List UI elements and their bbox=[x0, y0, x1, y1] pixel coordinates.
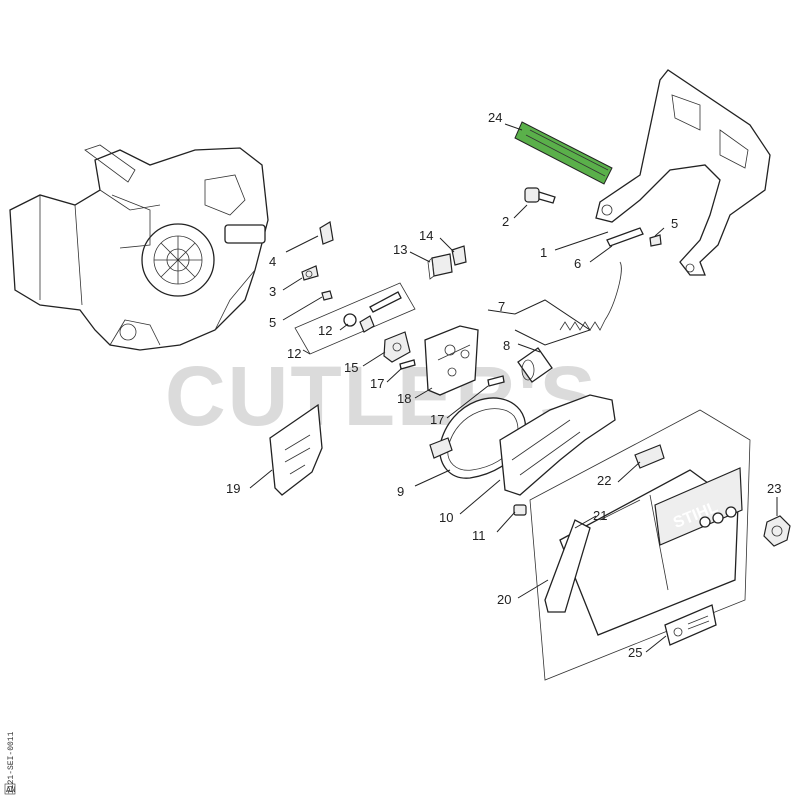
callout-14: 13 bbox=[393, 242, 407, 257]
part-21-pad bbox=[544, 519, 591, 613]
part-10-lever bbox=[499, 394, 616, 496]
part-14 bbox=[427, 253, 453, 280]
callout-12: 12 bbox=[287, 346, 301, 361]
document-id: 1121-SEI-0011 bbox=[7, 731, 16, 794]
part-20-cover-assembly: STIHL bbox=[529, 409, 751, 681]
part-12-kit bbox=[294, 282, 416, 355]
callout-4: 4 bbox=[269, 254, 276, 269]
part-4 bbox=[319, 221, 334, 245]
part-3 bbox=[301, 265, 319, 281]
document-tag: AN bbox=[6, 786, 16, 795]
callout-17-right: 17 bbox=[430, 412, 444, 427]
callout-19: 19 bbox=[226, 481, 240, 496]
callout-1: 1 bbox=[540, 245, 547, 260]
engine-housing bbox=[9, 144, 269, 351]
callout-10: 10 bbox=[439, 510, 453, 525]
part-6-link bbox=[606, 227, 644, 247]
hand-guard bbox=[595, 69, 771, 276]
part-24-highlight bbox=[514, 121, 613, 185]
callouts: 24 2 1 5 6 4 3 5 13 14 12 12 15 17 7 8 1… bbox=[226, 110, 781, 660]
callout-13: 12 bbox=[318, 323, 332, 338]
callout-18: 18 bbox=[397, 391, 411, 406]
callout-5-right: 5 bbox=[671, 216, 678, 231]
callout-16: 15 bbox=[344, 360, 358, 375]
callout-7: 7 bbox=[498, 299, 505, 314]
part-2-screw bbox=[524, 187, 556, 204]
callout-8: 8 bbox=[503, 338, 510, 353]
part-15 bbox=[451, 245, 467, 266]
callout-20: 20 bbox=[497, 592, 511, 607]
callout-17-left: 17 bbox=[370, 376, 384, 391]
callout-25: 25 bbox=[628, 645, 642, 660]
callout-5-left: 5 bbox=[269, 315, 276, 330]
callout-15: 14 bbox=[419, 228, 433, 243]
callout-11: 11 bbox=[472, 528, 486, 543]
callout-6: 6 bbox=[574, 256, 581, 271]
part-16 bbox=[383, 331, 411, 363]
part-17-right bbox=[487, 375, 505, 387]
callout-22: 22 bbox=[597, 473, 611, 488]
part-22-label bbox=[634, 444, 665, 469]
part-7-spring bbox=[559, 261, 622, 331]
part-5-left bbox=[321, 290, 333, 301]
document-tag-box bbox=[4, 783, 16, 795]
part-23-nut bbox=[763, 515, 791, 547]
callout-24: 24 bbox=[488, 110, 502, 125]
callout-21: 21 bbox=[593, 508, 607, 523]
callout-3: 3 bbox=[269, 284, 276, 299]
part-25-sticker bbox=[664, 604, 717, 646]
callout-2: 2 bbox=[502, 214, 509, 229]
part-11-screw bbox=[513, 504, 527, 516]
part-8-sleeve bbox=[517, 347, 553, 383]
part-5-right bbox=[649, 234, 662, 247]
brand-badge bbox=[654, 467, 743, 546]
callout-23: 23 bbox=[767, 481, 781, 496]
part-19-plate bbox=[269, 403, 323, 496]
callout-9: 9 bbox=[397, 484, 404, 499]
leader-lines bbox=[249, 123, 778, 653]
part-17-left bbox=[399, 359, 416, 370]
